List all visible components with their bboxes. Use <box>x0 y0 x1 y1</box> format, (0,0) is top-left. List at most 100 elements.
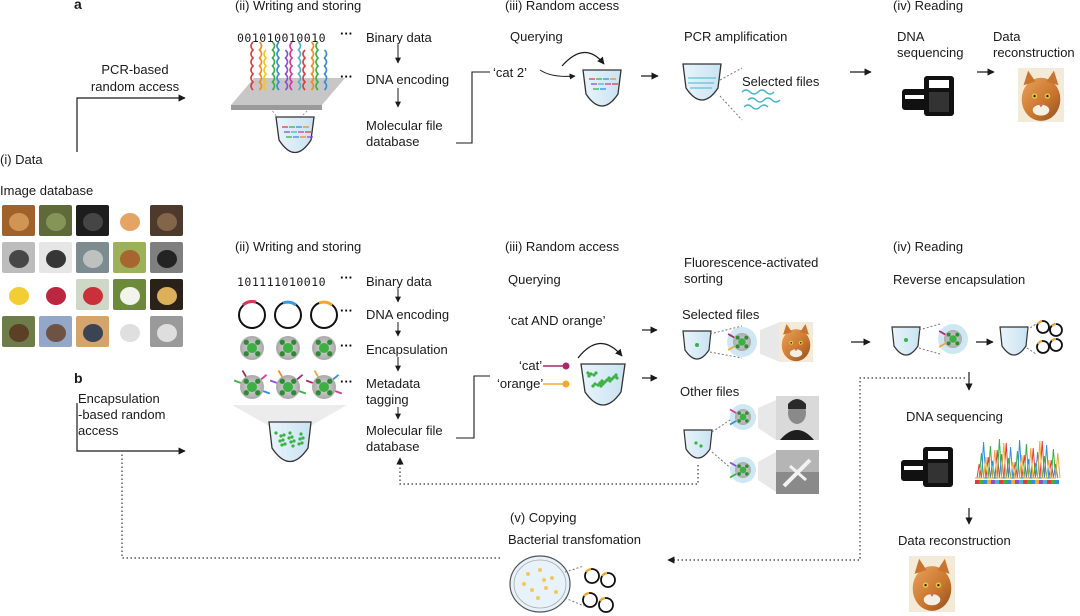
copy-path-dotted <box>667 377 965 564</box>
pcr-route-label-1: PCR-based <box>101 62 169 77</box>
capsule-dot <box>300 441 304 445</box>
cat-ear <box>800 324 809 335</box>
cat-ear <box>937 558 950 574</box>
bacterial-label: Bacterial transfomation <box>508 532 641 547</box>
capsule-dot <box>290 435 294 439</box>
thumb-lincoln <box>39 242 72 273</box>
thumb-lake <box>76 316 109 347</box>
svg-text:···: ··· <box>340 374 353 389</box>
a-step-molecular-1: Molecular file <box>366 118 443 133</box>
a-dna-seq-2: sequencing <box>897 45 964 60</box>
capsule-dot <box>596 383 600 387</box>
a-binary-string: 001010010010 <box>237 31 327 45</box>
capsule <box>729 461 751 479</box>
capsule-dot <box>612 375 616 379</box>
capsule-dot <box>615 376 619 380</box>
thumb-wolf <box>76 242 109 273</box>
capsule-dot <box>301 436 305 440</box>
capsule <box>276 336 300 360</box>
capsule-dot <box>599 384 603 388</box>
capsule-dot <box>289 440 293 444</box>
cat-image-b <box>909 556 955 612</box>
b-reading-title: (iv) Reading <box>893 239 964 254</box>
capsule-dot <box>593 382 597 386</box>
pcr-tube-a <box>682 63 743 121</box>
b-data-reconstruction-label: Data reconstruction <box>898 533 1011 548</box>
colony <box>526 572 530 576</box>
cat-ear <box>783 324 792 335</box>
capsule-dot <box>610 377 614 381</box>
dna-strand <box>263 49 268 91</box>
encapsulated-row <box>240 336 336 360</box>
colony <box>542 578 546 582</box>
colony <box>538 568 542 572</box>
colony <box>550 576 554 580</box>
dna-strand <box>250 41 255 91</box>
thumb-banana <box>2 279 35 310</box>
dna-strand <box>310 41 315 91</box>
cat-muzzle <box>789 349 803 358</box>
capsule-dot <box>282 433 286 437</box>
a-querying: Querying <box>510 29 563 44</box>
thumb-house <box>2 316 35 347</box>
image-database-grid <box>2 205 183 347</box>
a-query-curve <box>561 51 605 67</box>
dna-strand <box>297 41 302 91</box>
cat-tag-icon <box>562 362 570 370</box>
amplified-strands <box>741 89 781 110</box>
capsule-dot <box>601 382 605 386</box>
capsule <box>938 330 962 348</box>
capsule-dot <box>279 434 283 438</box>
capsule-dot <box>292 439 296 443</box>
a-step-molecular-2: database <box>366 134 420 149</box>
capsule-dot <box>608 379 612 383</box>
query-tube-a <box>582 69 622 107</box>
capsule <box>269 370 307 399</box>
b-dna-sequencing-label: DNA sequencing <box>906 409 1003 424</box>
cat-nose <box>930 594 934 597</box>
colony <box>522 582 526 586</box>
return-path-dotted <box>121 452 500 559</box>
thumb-sunset <box>150 279 183 310</box>
thumb-building <box>39 316 72 347</box>
query-tube-b <box>580 363 626 406</box>
b-other-files: Other files <box>680 384 740 399</box>
a-writing-title: (ii) Writing and storing <box>235 0 362 13</box>
a-db-to-query-line <box>456 71 490 144</box>
chromatogram-icon <box>975 438 1061 484</box>
capsule-dot <box>607 376 611 380</box>
orange-tag-icon <box>562 380 570 388</box>
a-step-dna-encoding: DNA encoding <box>366 72 450 87</box>
cat-muzzle <box>923 594 941 606</box>
thumb-daisy <box>113 279 146 310</box>
b-step-metadata-1: Metadata <box>366 376 421 391</box>
tagged-capsule-row <box>233 370 343 399</box>
thumb-dog-black <box>150 242 183 273</box>
dna-strand <box>323 49 328 91</box>
colony <box>554 590 558 594</box>
b-binary-string: 101111010010 <box>237 275 327 289</box>
selected-files-group <box>682 322 813 362</box>
tag-cat-label: ‘cat’ <box>519 358 543 373</box>
cat-ear <box>1046 70 1059 86</box>
capsule-dot <box>587 374 591 378</box>
cat-muzzle <box>1032 104 1050 116</box>
capsule-dot <box>603 380 607 384</box>
data-title: (i) Data <box>0 152 43 167</box>
capsule-dot <box>598 381 602 385</box>
capsule <box>233 370 271 399</box>
capsule-dot <box>592 373 596 377</box>
dna-strand <box>284 49 289 91</box>
storage-tube-b <box>268 421 312 463</box>
capsule-dot <box>298 437 302 441</box>
capsule-dot <box>586 371 590 375</box>
b-step-dna-encoding: DNA encoding <box>366 307 450 322</box>
encap-route-label-1: Encapsulation <box>78 391 160 406</box>
cat-ear <box>914 558 927 574</box>
facs-label-2: sorting <box>684 271 724 286</box>
dna-strand <box>302 49 307 91</box>
svg-text:···: ··· <box>340 270 353 285</box>
pcr-route-label-2: random access <box>90 79 180 94</box>
thumb-airplane <box>150 316 183 347</box>
